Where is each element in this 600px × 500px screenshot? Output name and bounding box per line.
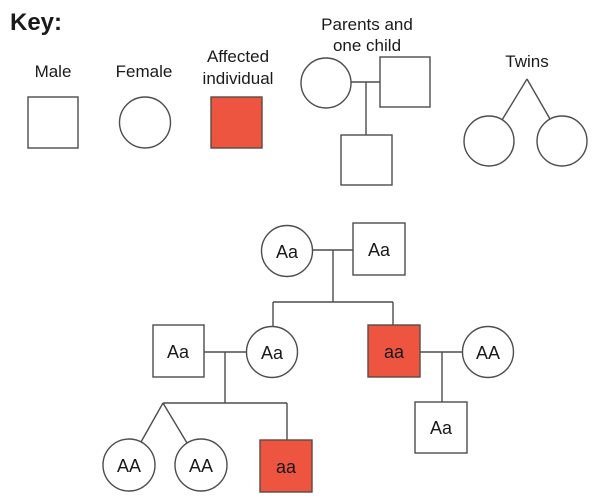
- gen2-spouse-left-genotype: Aa: [167, 342, 190, 362]
- key-parents-mother-circle-icon: [300, 57, 352, 109]
- key-male-square-icon: [27, 96, 79, 149]
- gen3-twin-left-circle-icon: [102, 438, 156, 492]
- key-parents-label-line1: Parents and: [321, 15, 413, 34]
- gen1-mother-genotype: Aa: [276, 242, 299, 262]
- gen1-father-square-icon: [352, 222, 406, 276]
- gen2-affected-son-genotype: aa: [384, 342, 405, 362]
- key-parents-label-line2: one child: [333, 36, 401, 55]
- gen3-twin-right-circle-icon: [174, 438, 228, 492]
- gen3-twin-right-genotype: AA: [189, 456, 213, 476]
- gen3-twin-left-genotype: AA: [117, 456, 141, 476]
- gen3-twin-line-left: [140, 402, 164, 443]
- key-twins-circle-left-icon: [463, 115, 515, 167]
- key-female-circle-icon: [118, 96, 172, 149]
- gen3-affected-child-genotype: aa: [276, 457, 297, 477]
- key-twins-line-right: [526, 78, 551, 120]
- key-female-label: Female: [116, 62, 173, 81]
- key-parents-child-square-icon: [340, 134, 393, 186]
- gen2-daughter-circle-icon: [245, 325, 299, 379]
- gen1-mother-circle-icon: [260, 224, 314, 278]
- key-twins-line-left: [501, 78, 528, 121]
- gen2-spouse-right-circle-icon: [461, 325, 515, 379]
- key-twins-circle-right-icon: [536, 115, 588, 167]
- gen2-affected-son-square-icon: [367, 324, 421, 378]
- key-male-label: Male: [35, 62, 72, 81]
- key-title: Key:: [10, 9, 62, 36]
- gen3-right-child-genotype: Aa: [430, 418, 453, 438]
- gen2-daughter-genotype: Aa: [261, 343, 284, 363]
- gen1-father-genotype: Aa: [368, 240, 391, 260]
- gen3-affected-child-square-icon: [259, 439, 313, 493]
- key-affected-square-icon: [210, 96, 263, 149]
- gen3-right-child-square-icon: [414, 401, 468, 454]
- key-parents-father-square-icon: [379, 56, 431, 108]
- gen2-spouse-left-square-icon: [152, 324, 205, 378]
- key-affected-label-line2: individual: [203, 69, 274, 88]
- key-twins-label: Twins: [505, 52, 548, 71]
- gen2-spouse-right-genotype: AA: [476, 343, 500, 363]
- key-affected-label-line1: Affected: [207, 47, 269, 66]
- gen3-twin-line-right: [162, 402, 188, 444]
